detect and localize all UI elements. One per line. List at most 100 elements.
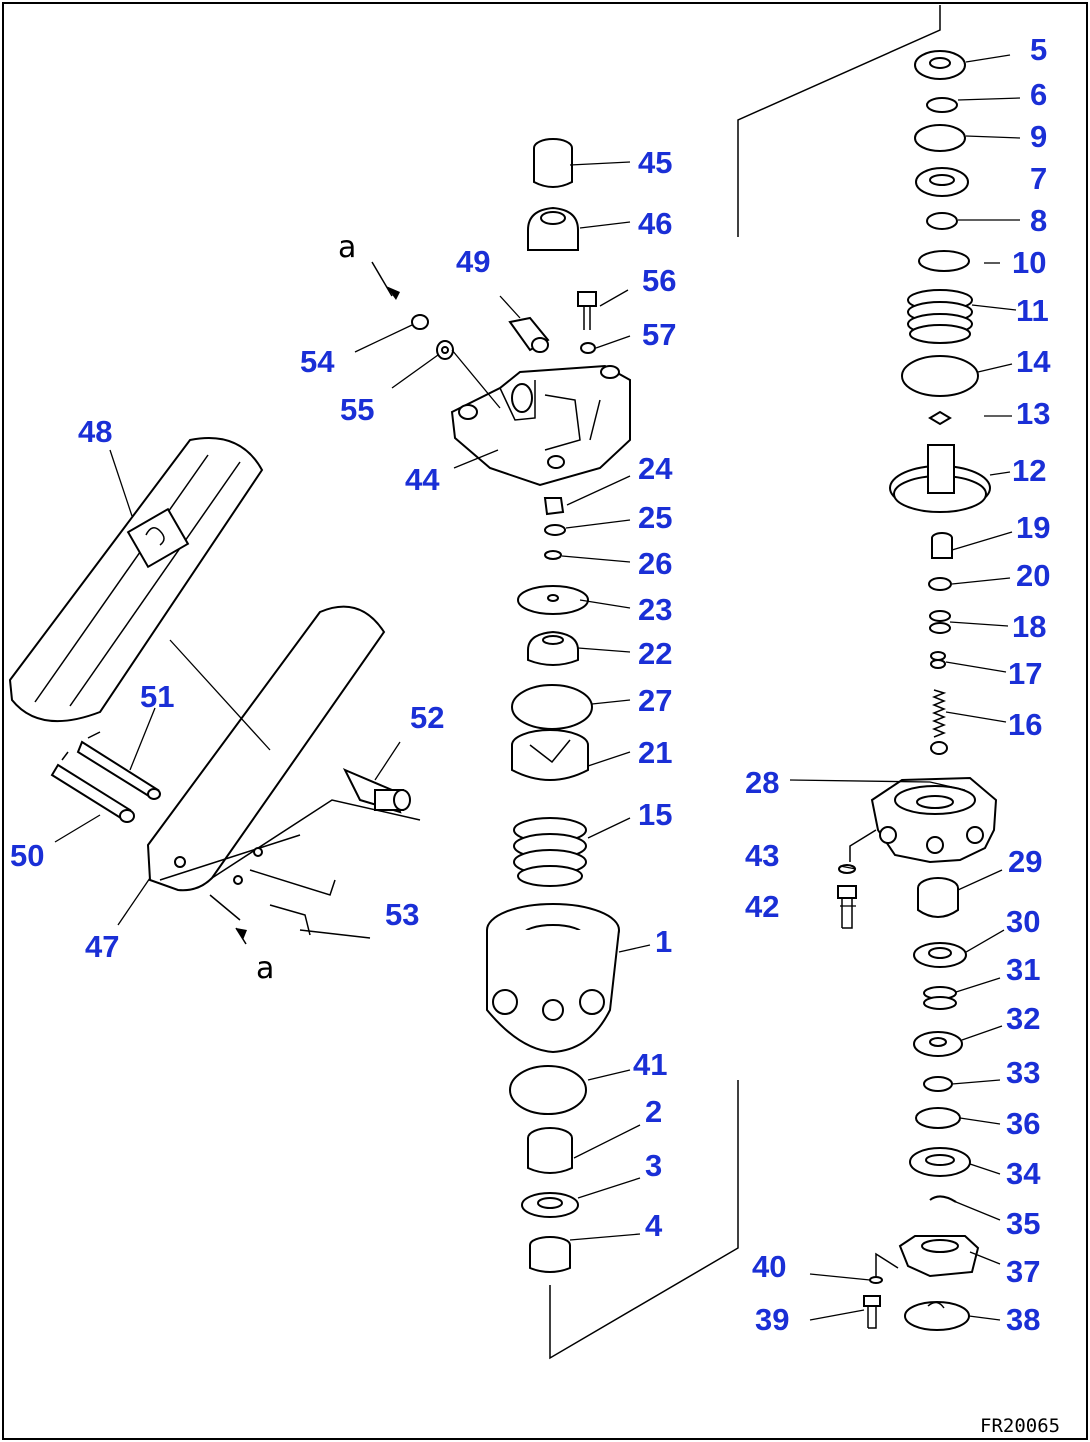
spring-seat-17 bbox=[930, 651, 946, 669]
drawing-code: FR20065 bbox=[980, 1415, 1060, 1437]
view-mark-upper: a bbox=[338, 230, 356, 265]
ring-33 bbox=[923, 1076, 953, 1092]
callout-42: 42 bbox=[745, 889, 779, 924]
snap-ring-35 bbox=[929, 1195, 957, 1203]
bracket-bottom bbox=[549, 1080, 739, 1360]
callout-21: 21 bbox=[638, 735, 672, 770]
spring-pin-53 bbox=[249, 869, 371, 939]
spring-seat-18 bbox=[929, 610, 951, 634]
callout-51: 51 bbox=[140, 679, 174, 714]
grease-fitting-a-lower bbox=[235, 927, 247, 945]
callout-33: 33 bbox=[1006, 1055, 1040, 1090]
callout-15: 15 bbox=[638, 797, 672, 832]
washer-55 bbox=[436, 340, 454, 360]
callout-36: 36 bbox=[1006, 1106, 1040, 1141]
callout-37: 37 bbox=[1006, 1254, 1040, 1289]
callout-30: 30 bbox=[1006, 904, 1040, 939]
callout-26: 26 bbox=[638, 546, 672, 581]
view-mark-lower: a bbox=[256, 951, 274, 986]
callout-39: 39 bbox=[755, 1302, 789, 1337]
callout-53: 53 bbox=[385, 897, 419, 932]
seal-3 bbox=[521, 1192, 579, 1218]
ring-10 bbox=[918, 250, 970, 272]
plug-29 bbox=[917, 877, 959, 918]
piston-12 bbox=[889, 444, 991, 513]
bracket-44 bbox=[450, 364, 631, 487]
callout-24: 24 bbox=[638, 451, 673, 486]
washer-25 bbox=[544, 524, 566, 536]
bolt-39 bbox=[863, 1295, 881, 1329]
plug-2 bbox=[527, 1127, 573, 1174]
callout-6: 6 bbox=[1030, 77, 1047, 112]
bracket-top-right bbox=[737, 5, 941, 237]
callout-49: 49 bbox=[456, 244, 490, 279]
seal-34 bbox=[909, 1147, 971, 1177]
callout-27: 27 bbox=[638, 683, 672, 718]
callout-44: 44 bbox=[405, 462, 440, 497]
callout-32: 32 bbox=[1006, 1001, 1040, 1036]
boot-45 bbox=[533, 138, 573, 188]
o-ring-9 bbox=[914, 124, 966, 152]
ring-8 bbox=[926, 212, 958, 230]
callout-41: 41 bbox=[633, 1047, 667, 1082]
o-ring-14 bbox=[901, 355, 979, 397]
callout-50: 50 bbox=[10, 838, 44, 873]
fitting-a-upper bbox=[371, 261, 400, 300]
spring-16 bbox=[930, 689, 948, 755]
callout-8: 8 bbox=[1030, 203, 1047, 238]
spring-11 bbox=[907, 289, 973, 344]
callout-47: 47 bbox=[85, 929, 119, 964]
body-1 bbox=[486, 903, 620, 1054]
ring-6 bbox=[926, 97, 958, 113]
pedal-pad-48 bbox=[8, 437, 264, 723]
seal-46 bbox=[527, 206, 579, 251]
callout-2: 2 bbox=[645, 1094, 662, 1129]
seal-7 bbox=[915, 167, 969, 197]
callout-38: 38 bbox=[1006, 1302, 1040, 1337]
bolt-42 bbox=[837, 885, 857, 929]
callout-22: 22 bbox=[638, 636, 672, 671]
callout-1: 1 bbox=[655, 924, 672, 959]
callout-4: 4 bbox=[645, 1208, 663, 1243]
piston-21 bbox=[511, 729, 589, 781]
washer-40 bbox=[869, 1276, 883, 1284]
callout-labels: 1 2 3 4 5 6 7 8 9 10 11 12 13 14 15 16 1… bbox=[10, 32, 1051, 1337]
callout-11: 11 bbox=[1016, 293, 1049, 328]
callout-29: 29 bbox=[1008, 844, 1042, 879]
callout-17: 17 bbox=[1008, 656, 1042, 691]
callout-40: 40 bbox=[752, 1249, 786, 1284]
bolt-56 bbox=[577, 291, 597, 330]
bushing-54 bbox=[411, 314, 429, 330]
cylinder-28 bbox=[870, 776, 998, 864]
pin-49 bbox=[508, 316, 550, 353]
callout-14: 14 bbox=[1016, 344, 1051, 379]
ring-36 bbox=[915, 1107, 961, 1129]
bolt-guide-28 bbox=[849, 829, 877, 862]
callout-5: 5 bbox=[1030, 32, 1047, 67]
callout-13: 13 bbox=[1016, 396, 1050, 431]
stopper-52 bbox=[342, 768, 411, 814]
collar-31 bbox=[923, 986, 957, 1010]
callout-56: 56 bbox=[642, 263, 676, 298]
pedal-lever-47 bbox=[146, 605, 421, 921]
callout-23: 23 bbox=[638, 592, 672, 627]
ring-13 bbox=[928, 410, 952, 426]
callout-34: 34 bbox=[1006, 1156, 1041, 1191]
seal-30 bbox=[913, 942, 967, 968]
spring-15 bbox=[513, 817, 587, 887]
callout-10: 10 bbox=[1012, 245, 1046, 280]
callout-20: 20 bbox=[1016, 558, 1050, 593]
retainer-19 bbox=[931, 532, 953, 559]
o-ring-27 bbox=[511, 684, 593, 730]
callout-18: 18 bbox=[1012, 609, 1046, 644]
callout-43: 43 bbox=[745, 838, 779, 873]
o-ring-41 bbox=[509, 1065, 587, 1115]
callout-31: 31 bbox=[1006, 952, 1040, 987]
pin-50 bbox=[50, 751, 135, 823]
callout-16: 16 bbox=[1008, 707, 1042, 742]
pin-51 bbox=[76, 731, 161, 800]
seal-32 bbox=[913, 1031, 963, 1057]
retainer-22 bbox=[527, 630, 579, 666]
washer-20 bbox=[928, 577, 952, 591]
